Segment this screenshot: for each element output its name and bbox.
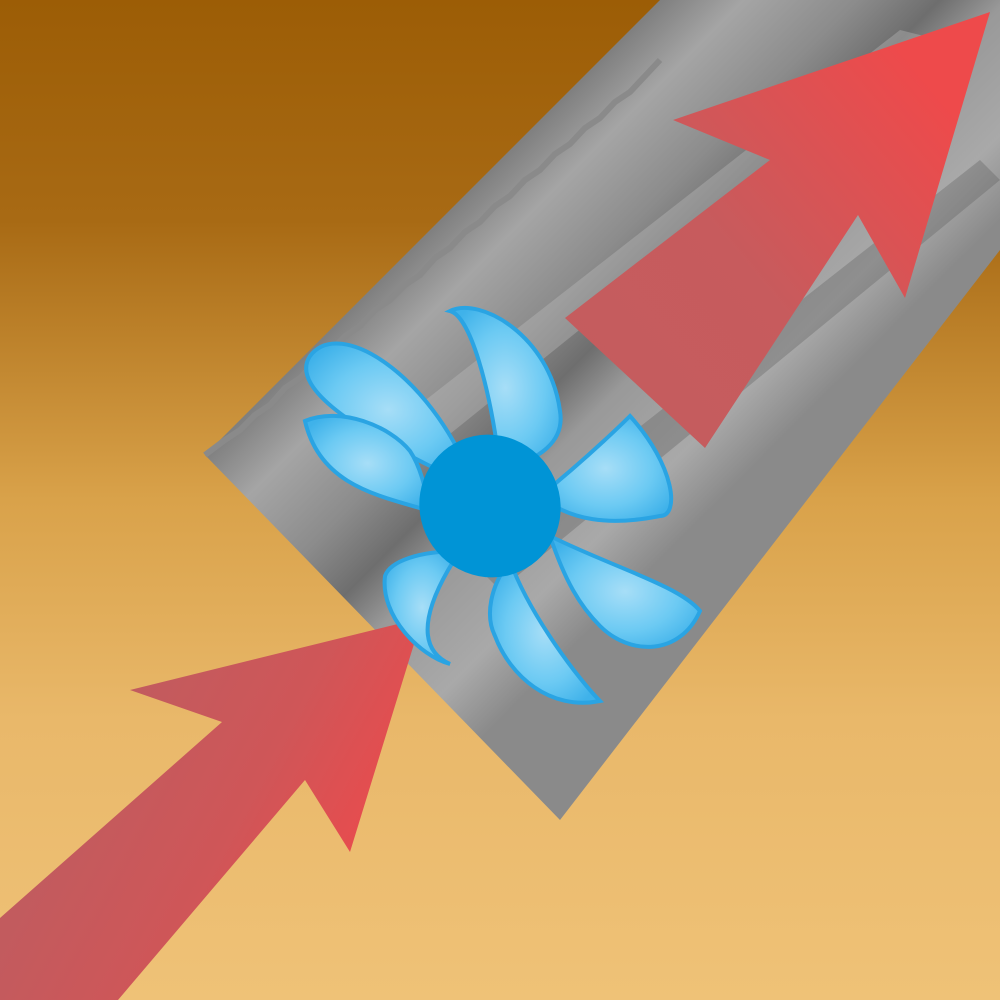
fan-hub	[419, 434, 561, 578]
fan-blades	[302, 305, 703, 705]
intake-airflow-arrow-icon	[0, 618, 422, 1000]
fan-icon	[302, 305, 703, 705]
exhaust-airflow-arrow-icon	[565, 12, 990, 448]
